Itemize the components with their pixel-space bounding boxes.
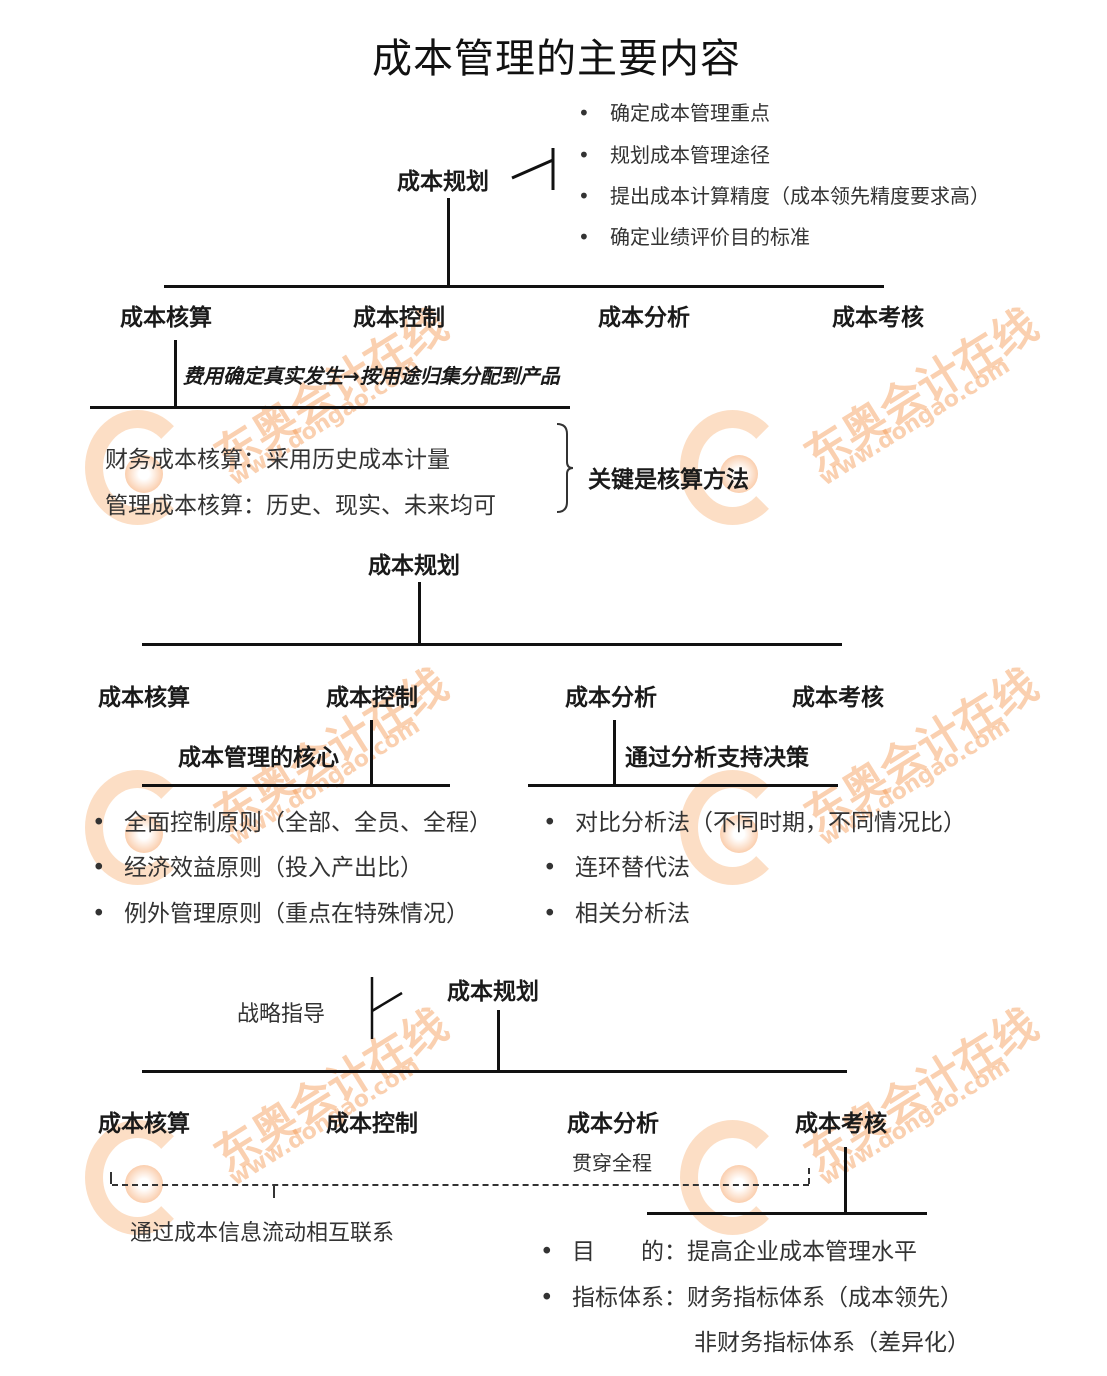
- connector-line: [142, 1070, 847, 1073]
- dashed-link-right-tick: [808, 1168, 810, 1184]
- watermark-brand: 东奥会计在线: [795, 999, 1047, 1183]
- accounting-type: 财务成本核算：采用历史成本计量: [105, 447, 450, 473]
- accounting-note: 费用确定真实发生→按用途归集分配到产品: [183, 364, 560, 388]
- analysis-method: •对比分析法（不同时期，不同情况比）: [543, 810, 966, 836]
- node-cost-analysis: 成本分析: [565, 685, 657, 711]
- connector-line: [447, 198, 450, 286]
- connector-line: [613, 720, 616, 786]
- planning-point: •确定业绩评价目的标准: [578, 225, 810, 249]
- connector-line: [142, 784, 450, 787]
- planning-point: •提出成本计算精度（成本领先精度要求高）: [578, 184, 990, 208]
- node-cost-accounting: 成本核算: [98, 685, 190, 711]
- connector-line: [528, 784, 838, 787]
- planning-point: •规划成本管理途径: [578, 143, 770, 167]
- key-point: 关键是核算方法: [588, 467, 749, 493]
- control-principle: •全面控制原则（全部、全员、全程）: [92, 810, 492, 836]
- page-title: 成本管理的主要内容: [372, 36, 741, 82]
- dashed-link: [112, 1184, 809, 1186]
- bracket-connector: [511, 148, 555, 190]
- strategy-label: 战略指导: [237, 1002, 326, 1027]
- node-cost-evaluation: 成本考核: [832, 305, 924, 331]
- node-cost-accounting: 成本核算: [98, 1111, 190, 1137]
- right-brace: [556, 423, 574, 513]
- connector-line: [647, 1212, 927, 1215]
- connector-line: [497, 1010, 500, 1072]
- connector-line: [164, 285, 884, 288]
- node-cost-analysis: 成本分析: [598, 305, 690, 331]
- control-principle: •经济效益原则（投入产出比）: [92, 855, 423, 881]
- node-cost-accounting: 成本核算: [120, 305, 212, 331]
- node-cost-control: 成本控制: [326, 1111, 418, 1137]
- control-label: 成本管理的核心: [178, 745, 339, 771]
- evaluation-point: •指标体系：财务指标体系（成本领先）: [540, 1285, 963, 1311]
- evaluation-point: •目 的：提高企业成本管理水平: [540, 1239, 917, 1265]
- node-cost-evaluation: 成本考核: [795, 1111, 887, 1137]
- connector-line: [418, 582, 421, 645]
- node-cost-planning: 成本规划: [447, 979, 539, 1005]
- connector-line: [142, 643, 842, 646]
- strategy-connector: [370, 977, 403, 1039]
- analysis-method: •连环替代法: [543, 855, 690, 881]
- node-cost-analysis: 成本分析: [567, 1111, 659, 1137]
- watermark-logo: [680, 1110, 790, 1240]
- connector-line: [370, 720, 373, 786]
- evaluation-point: 非财务指标体系（差异化）: [694, 1330, 970, 1356]
- analysis-method: •相关分析法: [543, 901, 690, 927]
- connector-line: [844, 1147, 847, 1214]
- connector-line: [174, 340, 177, 408]
- dashed-link-center-tick: [273, 1186, 275, 1198]
- analysis-sub: 贯穿全程: [572, 1151, 652, 1175]
- node-cost-evaluation: 成本考核: [792, 685, 884, 711]
- node-cost-planning: 成本规划: [368, 553, 460, 579]
- analysis-label: 通过分析支持决策: [625, 745, 809, 771]
- dashed-link-left-tick: [110, 1172, 112, 1184]
- planning-point: •确定成本管理重点: [578, 101, 770, 125]
- link-note: 通过成本信息流动相互联系: [130, 1221, 395, 1246]
- node-cost-control: 成本控制: [326, 685, 418, 711]
- control-principle: •例外管理原则（重点在特殊情况）: [92, 901, 469, 927]
- connector-line: [90, 406, 570, 409]
- accounting-type: 管理成本核算：历史、现实、未来均可: [105, 493, 496, 519]
- node-cost-control: 成本控制: [353, 305, 445, 331]
- node-cost-planning: 成本规划: [397, 169, 489, 195]
